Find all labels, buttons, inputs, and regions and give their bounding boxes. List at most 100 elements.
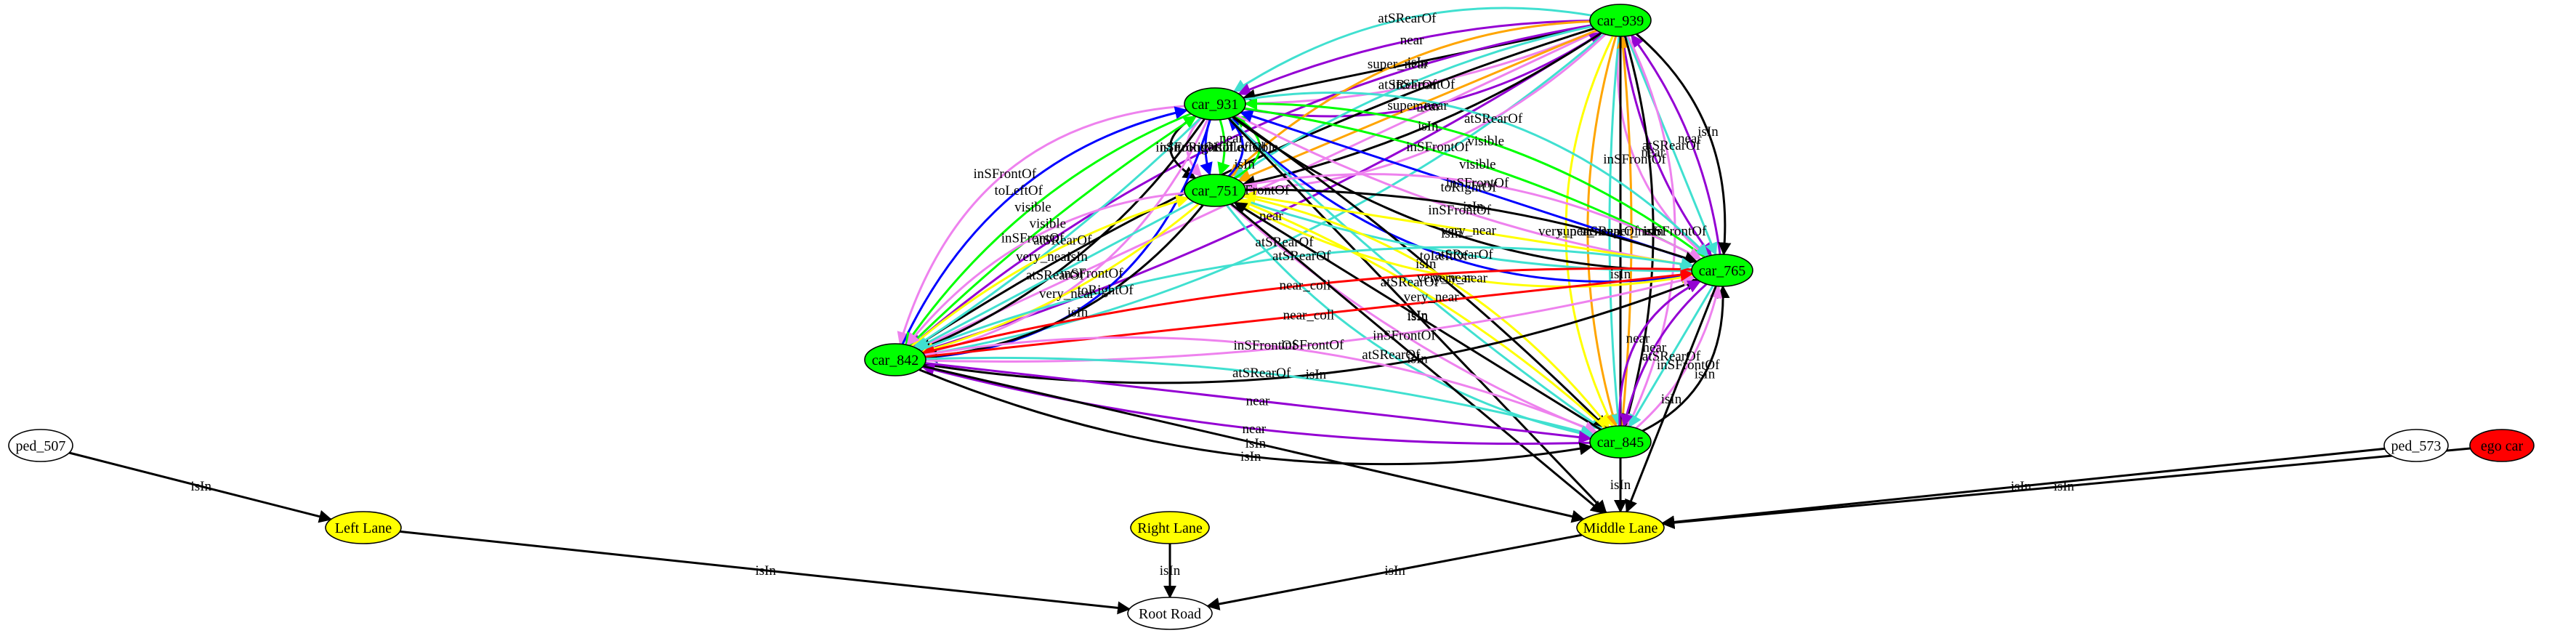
edge-label: visible	[1467, 134, 1504, 149]
node-ped-507: ped_507	[8, 429, 73, 462]
edge-label: near	[1678, 132, 1702, 147]
edge-label: very_near	[1538, 224, 1594, 239]
edge-car_751-inSFrontOf-car_842	[906, 192, 1185, 347]
node-car-845: car_845	[1589, 425, 1652, 459]
edge-label: isIn	[1416, 257, 1437, 272]
edge-label: near	[1259, 209, 1283, 224]
edge-car_939-super_near-car_845	[1586, 36, 1619, 427]
node-car-931: car_931	[1184, 87, 1246, 121]
edge-label: isIn	[1463, 199, 1484, 214]
edge-car_939-inSFrontOf-car_931	[1244, 29, 1597, 110]
edge-label: near	[1219, 131, 1243, 146]
edge-car_939-super_near-car_751	[1237, 29, 1597, 182]
edge-car_765-near_coll-car_842	[921, 267, 1692, 357]
edge-car_931-atSRearOf-car_765	[1244, 92, 1709, 257]
edge-car_751-isIn-car_765	[1245, 188, 1698, 265]
edge-label: isIn	[1441, 226, 1462, 241]
node-label: ped_573	[2391, 438, 2442, 454]
edge-ped_507-isIn-left_lane	[68, 451, 333, 523]
node-right-lane: Right Lane	[1130, 511, 1210, 544]
edge-car_842-toLeftOf-car_931	[901, 106, 1189, 345]
edge-car_765-very_near-car_751	[1243, 190, 1694, 267]
edge-label: very_near	[1404, 290, 1460, 305]
edge-ego_car-isIn-middle_lane	[1661, 447, 2471, 530]
edge-label: toLeftOf	[994, 183, 1043, 198]
edge-label: near	[1416, 99, 1440, 114]
edge-car_931-isIn-car_845	[1232, 116, 1607, 429]
edge-label: isIn	[755, 563, 776, 578]
edge-label: inSFrontOf	[1001, 231, 1065, 246]
node-label: ego car	[2481, 438, 2524, 454]
edge-car_845-super_near-car_939	[1616, 35, 1633, 427]
edge-car_845-near-car_842	[921, 363, 1591, 445]
node-shape	[8, 429, 73, 462]
edge-left_lane-isIn-root_road	[400, 530, 1131, 615]
edge-label: toLeftOf	[1219, 140, 1267, 156]
edge-label: atSRearOf	[1232, 366, 1291, 381]
edge-label: isIn	[1610, 477, 1631, 493]
edge-label: atSRearOf	[1033, 233, 1092, 248]
edge-ped_573-isIn-middle_lane	[1661, 447, 2386, 529]
node-shape	[325, 511, 402, 544]
edge-car_751-atSRearOf-car_765	[1240, 198, 1693, 278]
node-shape	[1576, 511, 1665, 544]
node-middle-lane: Middle Lane	[1576, 511, 1665, 544]
edge-label: inSFrontOf	[1406, 140, 1469, 155]
edge-label: visible	[1014, 200, 1051, 215]
edge-car_842-isIn-car_765	[924, 278, 1699, 384]
edge-label: very_near	[1441, 223, 1497, 238]
edge-car_939-atSRearOf-car_931	[1232, 7, 1592, 93]
node-label: Middle Lane	[1583, 520, 1658, 536]
edge-car_845-near-car_765	[1618, 280, 1702, 427]
edge-label: isIn	[1160, 140, 1181, 156]
edge-label: inSFrontOf	[1392, 77, 1455, 92]
edge-label: atSRearOf	[1378, 78, 1437, 93]
edges-layer	[68, 7, 2471, 615]
edge-car_931-isIn-car_842	[918, 118, 1206, 352]
edge-label: very_near	[1039, 286, 1095, 302]
edge-label: near_coll	[1280, 278, 1331, 294]
edge-label: inSFrontOf	[1234, 338, 1297, 353]
edge-car_751-inSFrontOf-car_765	[1243, 173, 1703, 260]
edge-label: inSFrontOf	[1657, 358, 1720, 373]
edge-label: toRightOf	[1078, 283, 1134, 298]
edge-label: near	[1626, 331, 1650, 347]
edge-car_751-inSFrontOf-car_845	[1230, 203, 1598, 435]
edge-label: isIn	[1245, 436, 1267, 451]
edge-car_939-inSFrontOf-car_765	[1616, 36, 1708, 258]
edge-car_939-isIn-car_751	[1242, 31, 1602, 189]
edge-car_765-near-car_845	[1620, 283, 1708, 427]
edge-car_931-inSFrontOf-car_842	[897, 105, 1185, 346]
edge-label: isIn	[1067, 305, 1089, 320]
edge-car_939-atSRearOf-car_751	[1232, 25, 1593, 180]
edge-label: isIn	[1408, 55, 1429, 70]
edge-car_939-very_near-car_845	[1564, 35, 1615, 428]
edge-label: very_near	[1432, 271, 1488, 286]
node-label: car_751	[1192, 183, 1238, 199]
edge-label: isIn	[1610, 267, 1631, 282]
node-shape	[2383, 429, 2449, 462]
edge-label: atSRearOf	[1464, 111, 1523, 126]
edge-car_939-isIn-car_845	[1622, 36, 1655, 427]
edge-car_842-near-car_845	[924, 362, 1592, 444]
edge-label: toRightOf	[1440, 180, 1497, 195]
node-label: Right Lane	[1137, 520, 1203, 536]
node-car-939: car_939	[1589, 4, 1652, 37]
node-shape	[1691, 254, 1753, 287]
node-shape	[1589, 4, 1652, 37]
edge-car_931-atSRearOf-car_842	[913, 117, 1202, 349]
edge-label: isIn	[1661, 392, 1682, 407]
edge-middle_lane-isIn-root_road	[1206, 533, 1582, 610]
edge-car_751-atSRearOf-car_842	[915, 201, 1195, 350]
edge-label: inSFrontOf	[1428, 203, 1491, 218]
edge-label: inSFrontOf	[1603, 152, 1666, 167]
edge-car_842-inSFrontOf-car_765	[925, 273, 1696, 363]
edge-label: isIn	[1067, 249, 1088, 265]
edge-car_939-inSFrontOf-car_751	[1244, 33, 1607, 195]
edge-car_842-near_coll-car_765	[924, 268, 1694, 358]
edge-label: atSRearOf	[1580, 224, 1639, 239]
edge-label: inSFrontOf	[974, 166, 1037, 182]
edge-car_765-isIn-middle_lane	[1625, 285, 1717, 513]
edge-car_939-near-car_931	[1237, 20, 1591, 96]
